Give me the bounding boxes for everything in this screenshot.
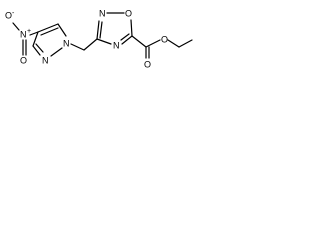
atom-oxadiazole-n2: N	[99, 8, 106, 18]
bond-ester-o-ch2	[167, 39, 180, 48]
bond-c5-n1	[57, 23, 67, 37]
chemical-structure: O - N + O N N N O N O O	[5, 8, 193, 69]
bond-ethyl-ch2-ch3	[178, 39, 193, 48]
atom-pyrazole-n1: N	[63, 38, 70, 48]
atom-nitro-o-top: O	[5, 10, 12, 20]
bond-nitro-c4	[29, 31, 39, 36]
bond-c3ox-n2	[96, 20, 100, 40]
bond-n2-c3	[32, 45, 41, 56]
atom-ester-o: O	[161, 34, 168, 44]
bond-c5ox-n4	[121, 35, 133, 45]
bond-c3-c4	[32, 31, 39, 47]
atom-pyrazole-n2: N	[42, 55, 49, 65]
bond-n1-n2	[50, 47, 63, 57]
atom-nitro-charge-minus: -	[12, 10, 15, 17]
bond-c5ox-carbonyl	[131, 35, 147, 48]
bond-c4-c5	[37, 23, 59, 33]
bond-o1-c5ox	[130, 19, 133, 37]
bond-ch2-c3ox	[83, 38, 98, 51]
atom-carbonyl-o: O	[144, 59, 151, 69]
atom-oxadiazole-o1: O	[125, 8, 132, 18]
bond-n2-c3-double	[35, 43, 44, 53]
atom-nitro-o-bottom: O	[20, 55, 27, 65]
atom-nitro-charge-plus: +	[27, 28, 31, 35]
bond-o-n-top	[12, 22, 20, 31]
bond-c3ox-n2-double	[99, 21, 103, 39]
bond-c5ox-n4-double	[120, 33, 130, 41]
bond-n4-c3ox	[96, 38, 112, 45]
atom-nitro-n: N	[20, 29, 27, 39]
bond-n1-ch2	[70, 43, 85, 51]
bond-carbonyl-ester-o	[145, 39, 161, 48]
atom-oxadiazole-n4: N	[113, 40, 120, 50]
bond-c4-c5-double	[40, 27, 59, 36]
